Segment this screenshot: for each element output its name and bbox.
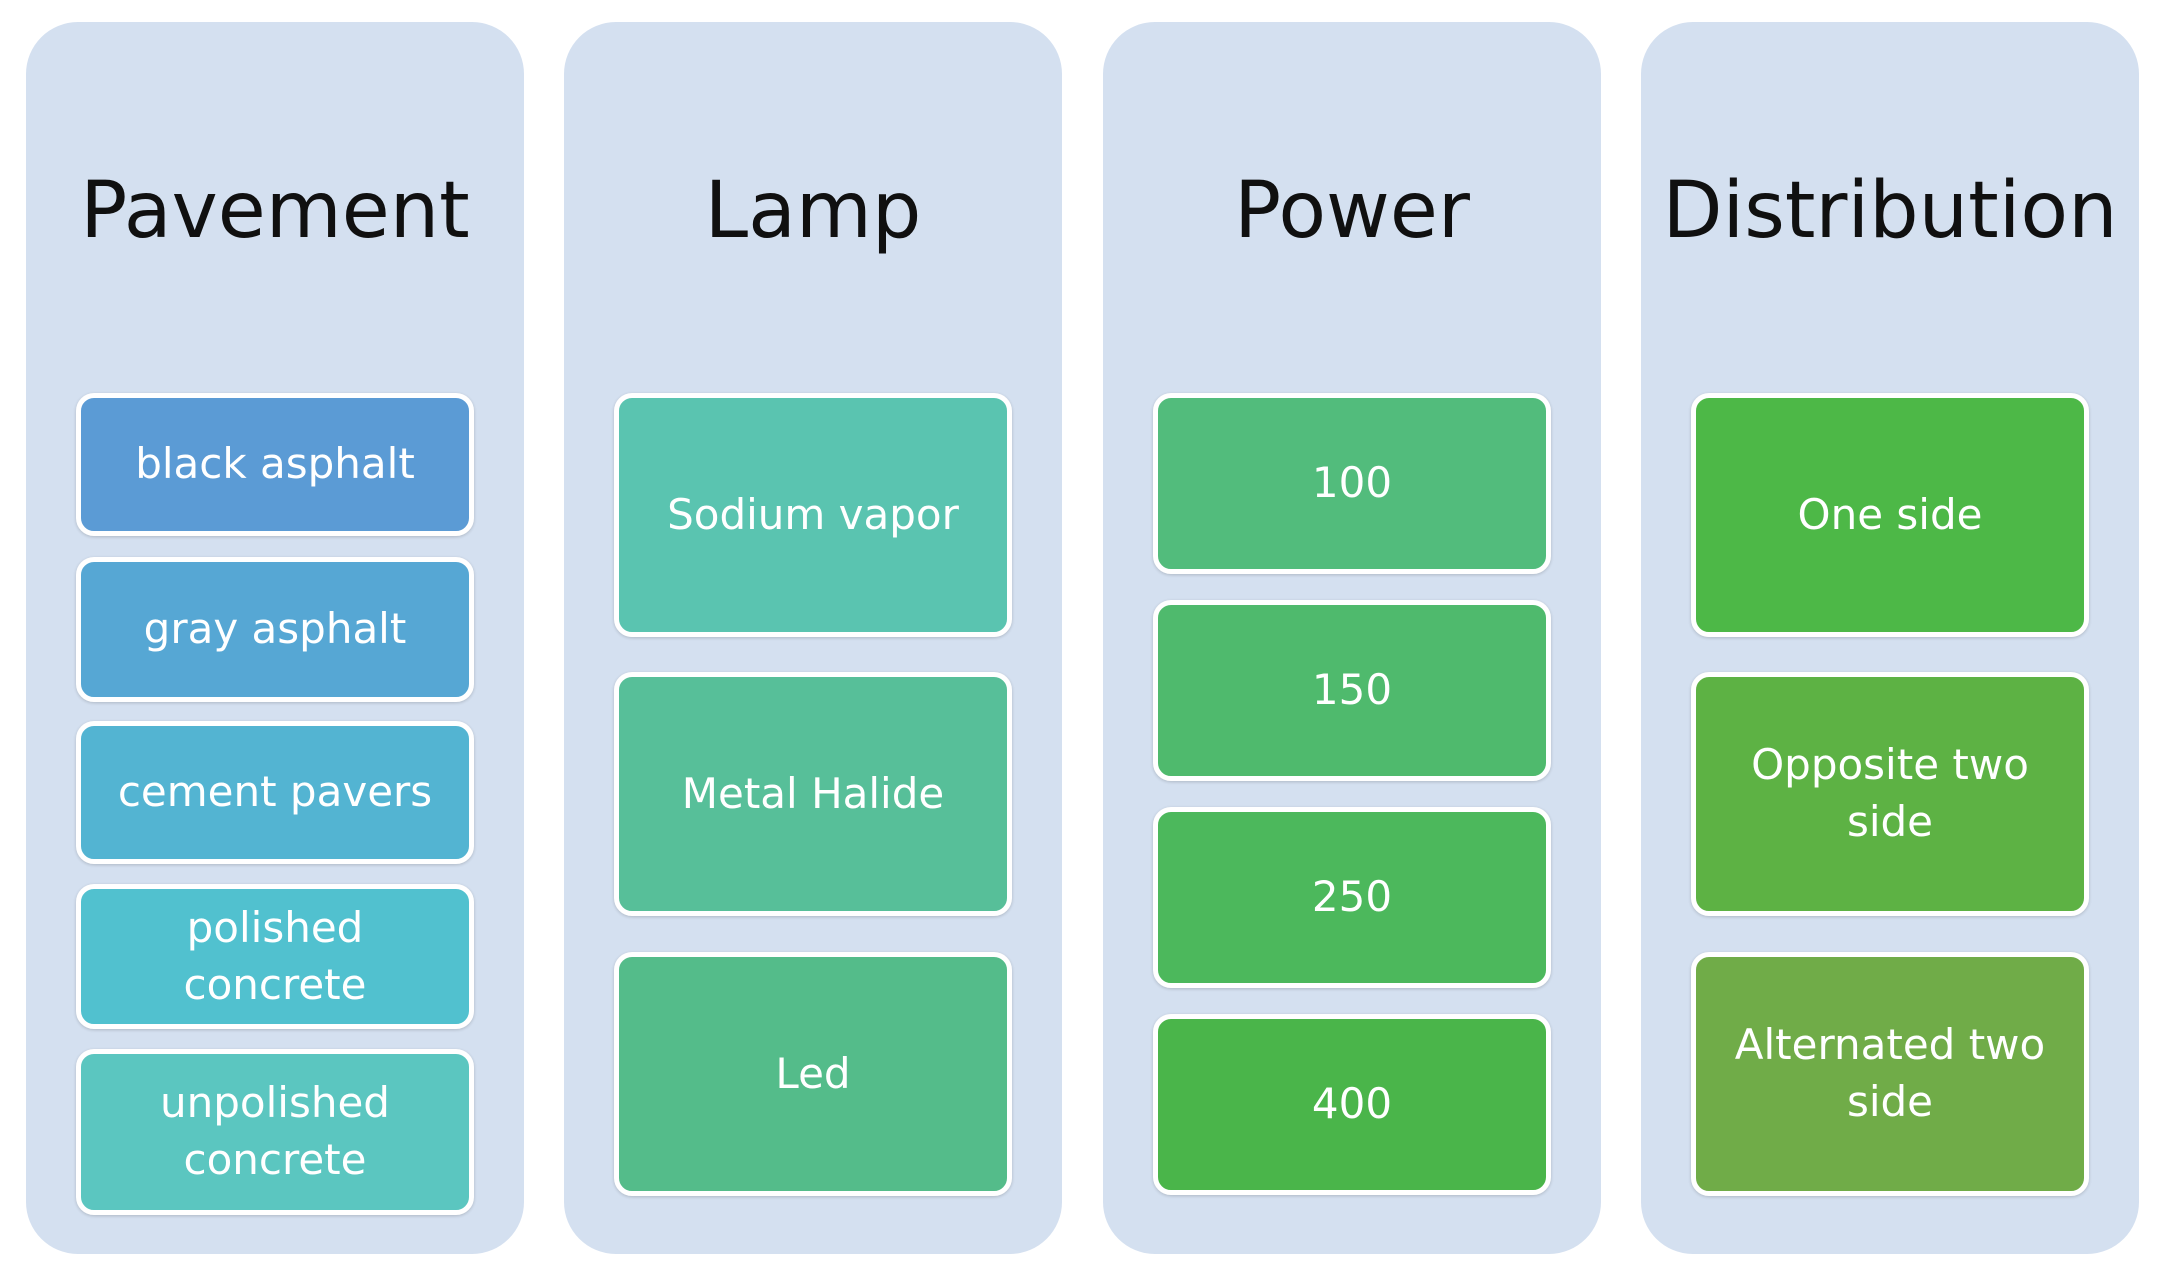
pavement-item-black-asphalt: black asphalt — [76, 393, 474, 536]
pavement-item-gray-asphalt: gray asphalt — [76, 557, 474, 702]
column-title-power: Power — [1234, 166, 1470, 256]
column-distribution: Distribution One side Opposite two side … — [1641, 22, 2139, 1254]
distribution-item-one-side: One side — [1691, 393, 2089, 637]
power-item-250: 250 — [1153, 807, 1551, 988]
lamp-item-led: Led — [614, 952, 1012, 1196]
lamp-item-metal-halide: Metal Halide — [614, 672, 1012, 916]
column-title-lamp: Lamp — [704, 166, 922, 256]
column-lamp: Lamp Sodium vapor Metal Halide Led — [564, 22, 1062, 1254]
distribution-item-alternated-two-side: Alternated two side — [1691, 952, 2089, 1196]
column-power: Power 100 150 250 400 — [1103, 22, 1601, 1254]
pavement-item-unpolished-concrete: unpolished concrete — [76, 1049, 474, 1215]
column-title-pavement: Pavement — [80, 166, 470, 256]
power-item-150: 150 — [1153, 600, 1551, 781]
power-item-400: 400 — [1153, 1014, 1551, 1195]
pavement-item-polished-concrete: polished concrete — [76, 884, 474, 1029]
distribution-item-opposite-two-side: Opposite two side — [1691, 672, 2089, 916]
pavement-item-cement-pavers: cement pavers — [76, 721, 474, 864]
lamp-item-sodium-vapor: Sodium vapor — [614, 393, 1012, 637]
column-title-distribution: Distribution — [1662, 166, 2118, 256]
power-item-100: 100 — [1153, 393, 1551, 574]
column-pavement: Pavement black asphalt gray asphalt ceme… — [26, 22, 524, 1254]
